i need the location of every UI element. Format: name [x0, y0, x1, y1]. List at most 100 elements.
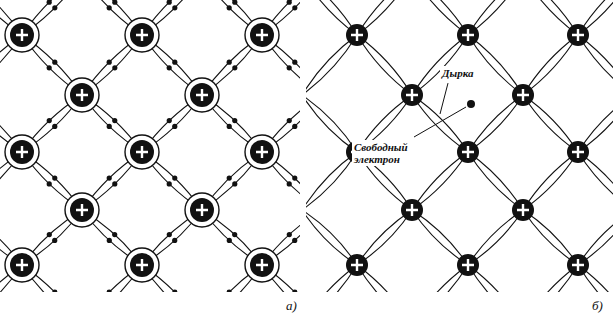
- valence-electron: [232, 181, 237, 186]
- ion-core: [346, 254, 368, 276]
- ion-core: [130, 253, 154, 277]
- callout-label: Свободный электрон: [352, 140, 428, 166]
- valence-electron: [292, 176, 297, 181]
- ion-core: [130, 140, 154, 164]
- plus-sign: [572, 146, 584, 158]
- valence-electron: [292, 60, 297, 65]
- ion-core: [10, 253, 34, 277]
- ion-symbol: [65, 193, 99, 227]
- plus-sign: [572, 259, 584, 271]
- valence-electron: [227, 176, 232, 181]
- ion-symbol: [457, 254, 479, 276]
- ion-symbol: [5, 248, 39, 282]
- plus-sign: [517, 89, 529, 101]
- valence-electron: [52, 238, 57, 243]
- electron-shell: [5, 135, 39, 169]
- plus-sign: [351, 259, 363, 271]
- valence-electron: [167, 65, 172, 70]
- ion-symbol: [512, 199, 534, 221]
- bond-line: [306, 152, 357, 210]
- plus-sign: [406, 204, 418, 216]
- plus-sign: [256, 29, 268, 41]
- ion-core: [250, 140, 274, 164]
- ion-symbol: [457, 141, 479, 163]
- ion-symbol: [185, 193, 219, 227]
- ion-core: [567, 24, 589, 46]
- valence-electron: [112, 118, 117, 123]
- valence-electron: [232, 65, 237, 70]
- ion-symbol: [5, 135, 39, 169]
- electron-shell: [245, 18, 279, 52]
- electron-shell: [5, 248, 39, 282]
- bond-line: [357, 35, 412, 95]
- valence-electron: [287, 65, 292, 70]
- valence-electron: [107, 176, 112, 181]
- valence-electron: [107, 238, 112, 243]
- ion-symbol: [125, 248, 159, 282]
- plus-sign: [76, 89, 88, 101]
- ion-symbol: [125, 135, 159, 169]
- valence-electron: [227, 124, 232, 129]
- valence-electron: [287, 181, 292, 186]
- bond-line: [468, 95, 523, 152]
- bond-line: [523, 95, 578, 152]
- valence-electron: [52, 124, 57, 129]
- ion-core: [250, 23, 274, 47]
- ion-symbol: [401, 84, 423, 106]
- plus-sign: [196, 204, 208, 216]
- bond-line: [468, 35, 523, 95]
- plus-sign: [462, 29, 474, 41]
- ion-symbol: [245, 18, 279, 52]
- ion-core: [401, 84, 423, 106]
- ion-symbol: [125, 18, 159, 52]
- plus-sign: [517, 204, 529, 216]
- bond-line: [523, 152, 578, 210]
- valence-electron: [172, 5, 177, 10]
- valence-electron: [292, 5, 297, 10]
- ion-symbol: [245, 135, 279, 169]
- panel-caption: б): [590, 298, 605, 314]
- bond-line: [306, 35, 357, 95]
- electron-shell: [125, 135, 159, 169]
- free-electron: [467, 100, 475, 108]
- valence-electron: [107, 290, 112, 292]
- valence-electron: [172, 124, 177, 129]
- bond-line: [306, 210, 357, 265]
- valence-electron: [227, 5, 232, 10]
- plus-sign: [136, 29, 148, 41]
- bond-line: [468, 152, 523, 210]
- valence-electron: [287, 0, 292, 5]
- valence-electron: [52, 176, 57, 181]
- plus-sign: [16, 29, 28, 41]
- valence-electron: [232, 118, 237, 123]
- ion-symbol: [567, 254, 589, 276]
- ion-symbol: [457, 24, 479, 46]
- valence-electron: [167, 118, 172, 123]
- valence-electron: [107, 60, 112, 65]
- electron-shell: [185, 78, 219, 112]
- plus-sign: [572, 29, 584, 41]
- electron-shell: [125, 18, 159, 52]
- plus-sign: [136, 146, 148, 158]
- bond-line: [412, 35, 468, 95]
- valence-electron: [172, 238, 177, 243]
- ion-symbol: [567, 24, 589, 46]
- valence-electron: [47, 232, 52, 237]
- electron-shell: [245, 248, 279, 282]
- ion-symbol: [346, 254, 368, 276]
- ion-symbol: [401, 199, 423, 221]
- ion-core: [10, 140, 34, 164]
- valence-electron: [232, 0, 237, 5]
- plus-sign: [462, 146, 474, 158]
- bond-line: [468, 210, 523, 265]
- ion-core: [567, 141, 589, 163]
- plus-sign: [462, 259, 474, 271]
- electron-shell: [65, 193, 99, 227]
- leader-line: [414, 107, 466, 137]
- ion-symbol: [567, 141, 589, 163]
- valence-electron: [52, 290, 57, 292]
- ion-core: [10, 23, 34, 47]
- ion-core: [250, 253, 274, 277]
- bond-line: [523, 210, 578, 265]
- valence-electron: [167, 0, 172, 5]
